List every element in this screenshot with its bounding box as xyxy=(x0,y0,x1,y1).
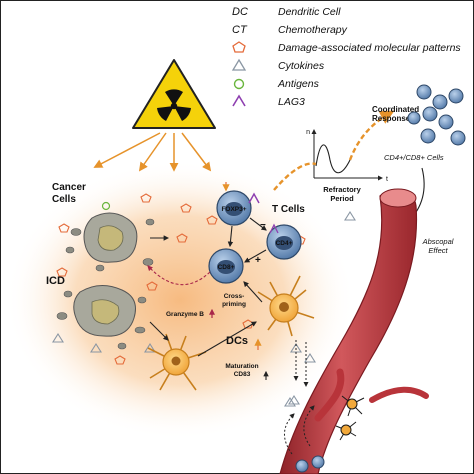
t-cell-interaction-arrows xyxy=(227,217,267,263)
graph-axis-t: t xyxy=(386,176,388,183)
dendritic-cell-immature xyxy=(147,333,207,391)
cd8-label: CD8+ xyxy=(218,264,235,271)
legend-text-damp: Damage-associated molecular patterns xyxy=(278,42,461,54)
legend-text-lag3: LAG3 xyxy=(278,96,305,108)
radiation-icon xyxy=(132,59,216,129)
plus-sign: + xyxy=(255,255,261,266)
vessel-t-cells xyxy=(295,455,325,473)
legend-text-cytokines: Cytokines xyxy=(278,60,325,72)
legend-symbol-ct: CT xyxy=(232,24,248,36)
lag3-receptor-icon xyxy=(248,192,260,204)
cd4-t-cell: CD4+ xyxy=(266,223,302,260)
migration-arrows xyxy=(284,340,315,455)
graph-axis-n: n xyxy=(306,129,310,136)
legend-text-antigens: Antigens xyxy=(277,78,320,90)
cancer-cell-bottom xyxy=(73,285,136,337)
legend-text-ct: Chemotherapy xyxy=(278,24,348,36)
dampg-pentagon-icon xyxy=(232,41,246,53)
dendritic-cell-mature xyxy=(257,275,315,337)
legend-symbol-dc: DC xyxy=(232,6,248,18)
cancer-cell-top xyxy=(83,212,138,263)
apoptotic-fragments xyxy=(56,218,155,350)
blood-vessel xyxy=(279,188,429,474)
antigen-circle-icon xyxy=(233,78,245,90)
foxp3-treg-cell: FOXP3+ xyxy=(216,190,260,226)
damp-markers xyxy=(56,193,306,365)
radiation-rays xyxy=(93,132,212,172)
t-cells-label: T Cells xyxy=(272,204,305,215)
granzyme-label: Granzyme B xyxy=(166,311,204,318)
antigen-uptake-arrow xyxy=(149,321,169,341)
cross-priming-arrow xyxy=(243,281,263,303)
cross-priming-label: Cross-priming xyxy=(222,293,246,308)
response-arrow-start xyxy=(273,162,317,191)
response-arrow-end xyxy=(348,110,395,161)
granzyme-arrow xyxy=(147,265,211,286)
legend-text-dc: Dendritic Cell xyxy=(278,6,341,18)
lag3-chevron-icon xyxy=(232,94,246,107)
cytokine-triangle-icon xyxy=(231,58,247,71)
minus-sign: − xyxy=(260,220,266,231)
icd-label: ICD xyxy=(46,275,65,287)
vessel-dendritic-cells xyxy=(335,395,365,441)
cd4-cd8-cell-cluster xyxy=(407,84,466,146)
refractory-graph: n t xyxy=(306,129,388,183)
legend: DC Dendritic Cell CT Chemotherapy Damage… xyxy=(231,6,461,108)
cd4-cd8-cells-label: CD4+/CD8+ Cells xyxy=(384,153,444,162)
cytokine-marker-vessel xyxy=(284,396,296,407)
foxp3-label: FOXP3+ xyxy=(221,206,246,213)
dcs-label: DCs xyxy=(226,335,248,347)
cd8-t-cell: CD8+ xyxy=(208,248,244,284)
cytokine-markers xyxy=(52,210,356,405)
dc-maturation-arrow xyxy=(197,321,257,357)
cd4-label: CD4+ xyxy=(276,240,293,247)
antigen-marker xyxy=(101,201,111,211)
